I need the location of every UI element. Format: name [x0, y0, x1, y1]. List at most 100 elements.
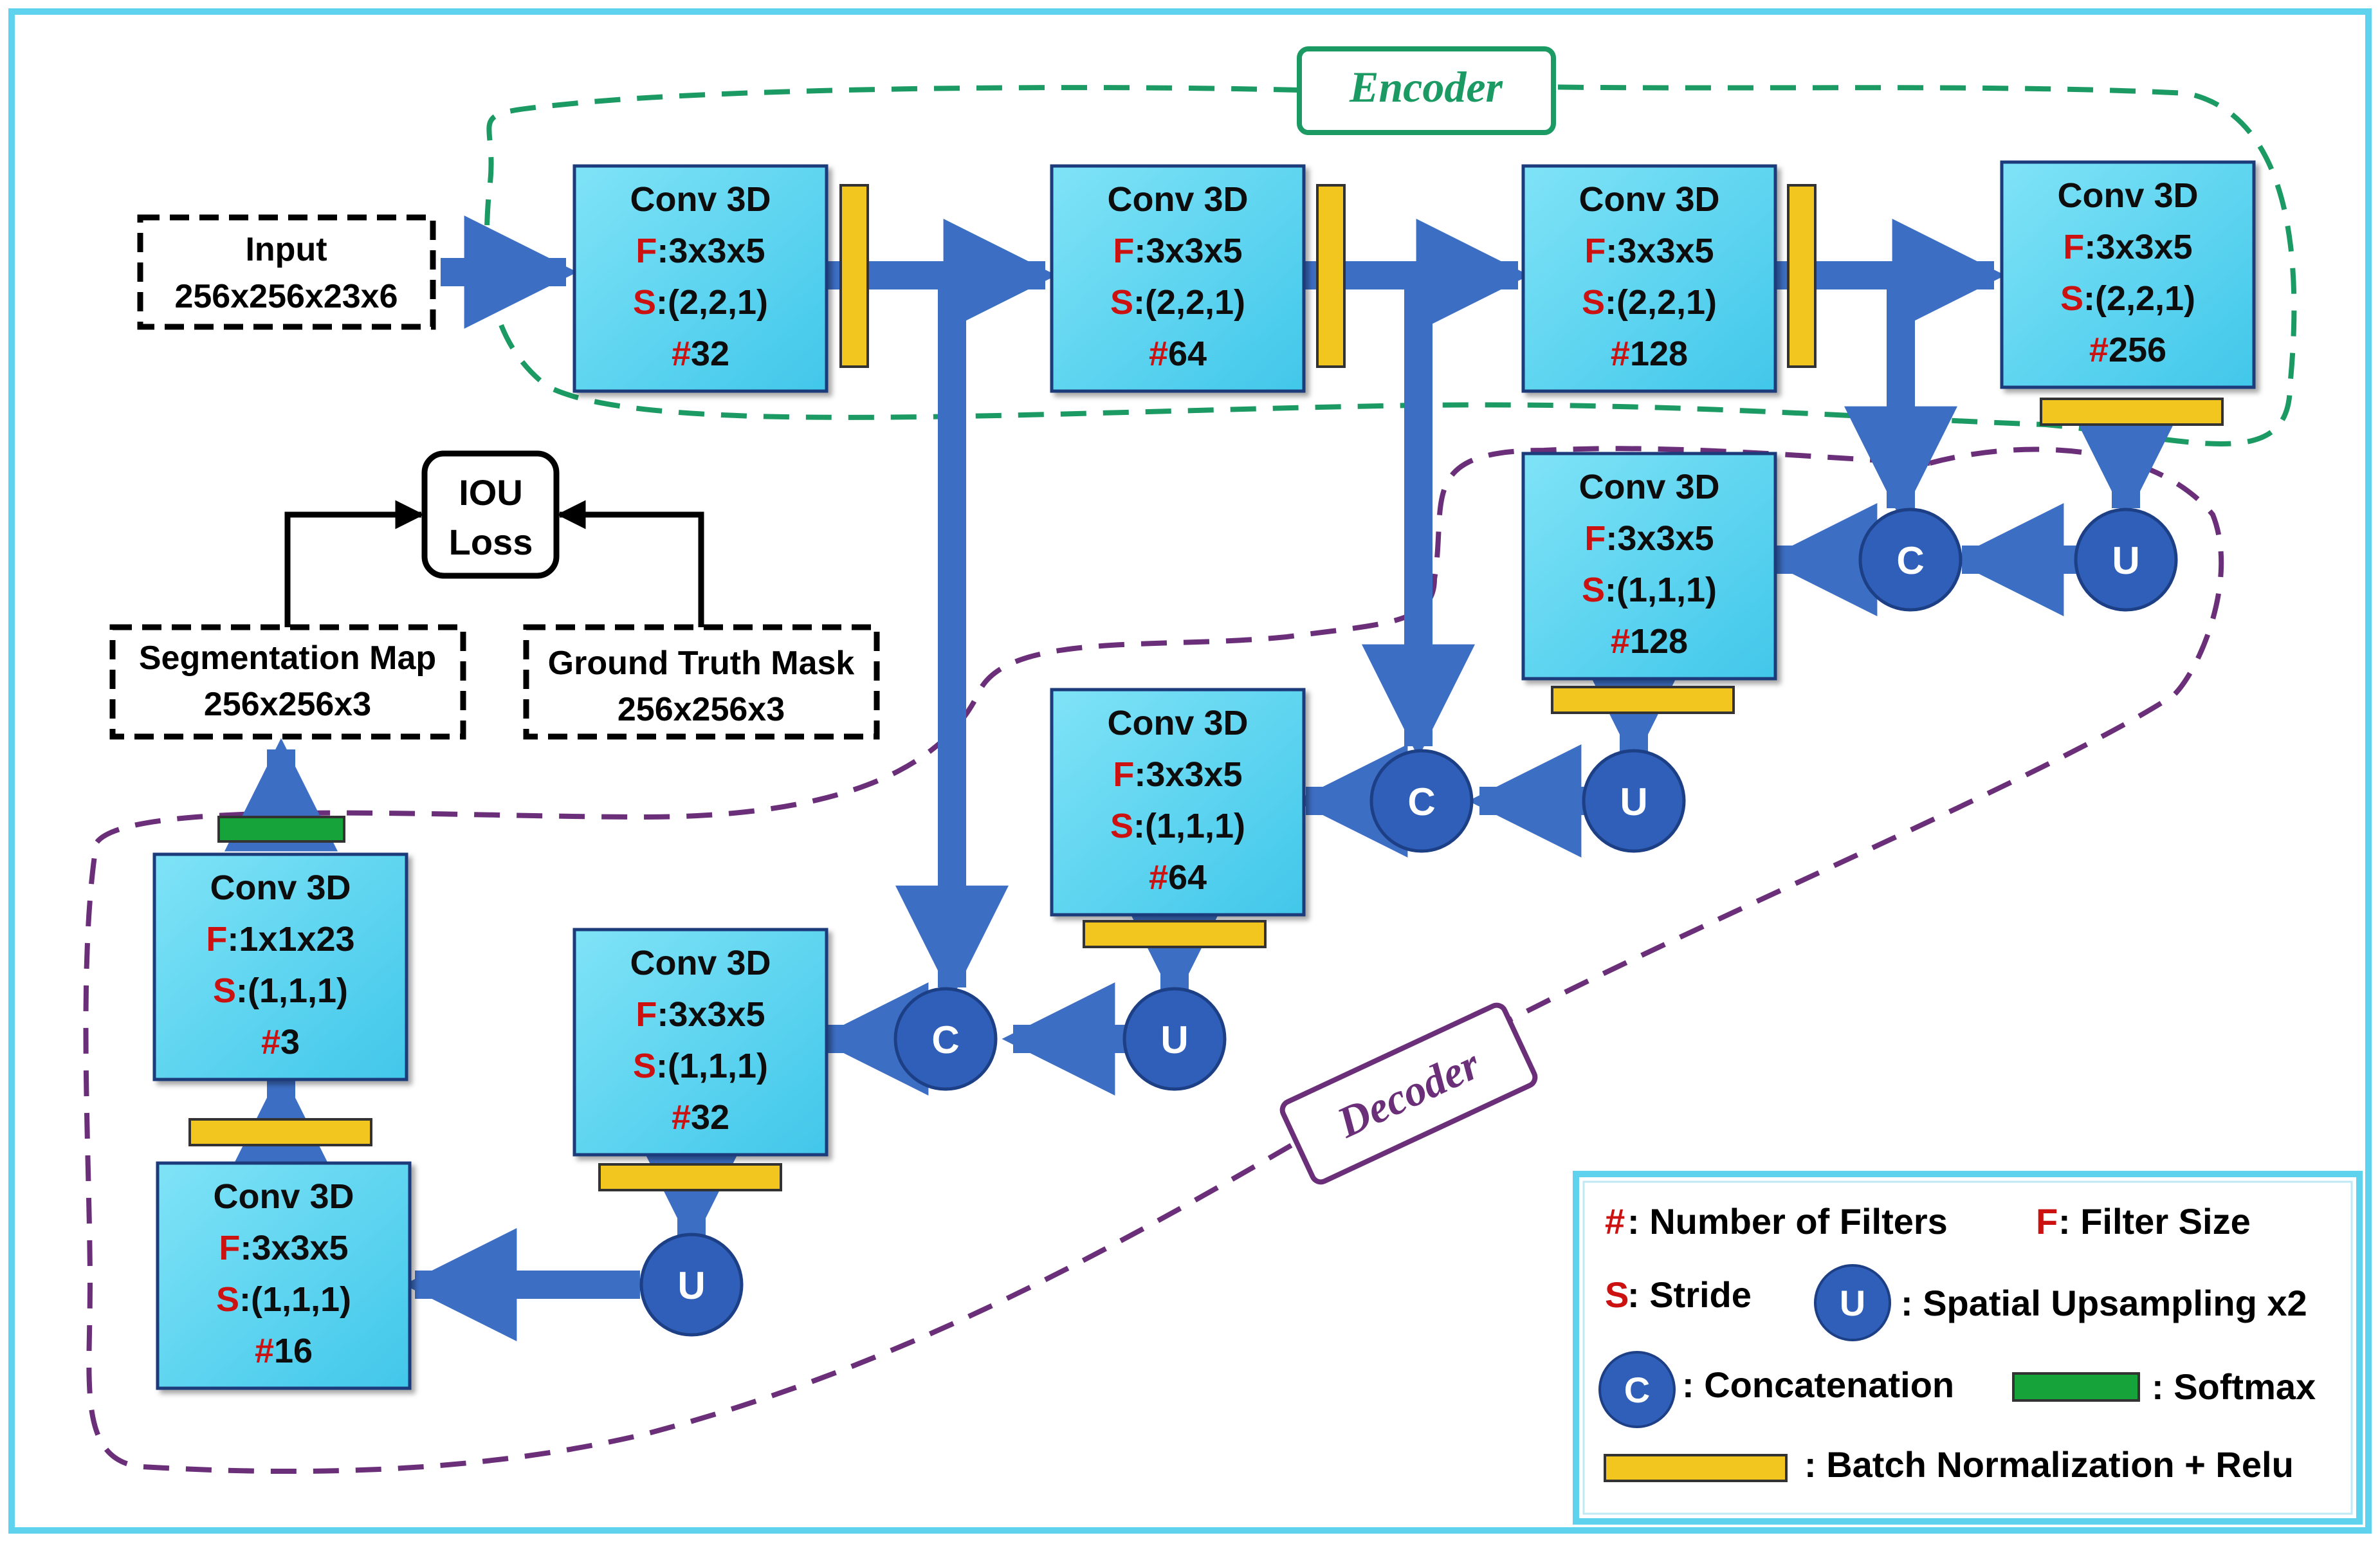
segmentation-map-label: Segmentation Map [139, 639, 436, 677]
bn-enc4 [2040, 398, 2224, 426]
stride: S:(2,2,1) [2060, 279, 2195, 318]
segmentation-map-box [109, 624, 466, 740]
stride: S:(1,1,1) [633, 1047, 768, 1085]
bn-dec4 [188, 1118, 372, 1146]
stride: S:(2,2,1) [1110, 283, 1245, 322]
ground-truth-label: Ground Truth Mask [548, 645, 855, 682]
filter-size-prefix: F [636, 995, 657, 1034]
legend-stride-symbol: S [1605, 1274, 1629, 1315]
conv-block-box [1521, 164, 1777, 393]
conv-title-value: Conv 3D [2057, 176, 2198, 215]
legend-concat-text: : Concatenation [1682, 1364, 1954, 1405]
stride-prefix: S [633, 283, 656, 322]
stride-prefix: S [1110, 807, 1133, 845]
filter-size: F:1x1x23 [206, 920, 354, 959]
filter-size-prefix: F [636, 232, 657, 270]
gt-to-iou-arrow [556, 500, 704, 627]
iou-label: IOU [459, 472, 523, 513]
conv-title-value: Conv 3D [1107, 180, 1248, 219]
input-label: Input [245, 231, 327, 268]
filter-size-prefix: F [1113, 755, 1134, 794]
filter-size: F:3x3x5 [636, 232, 765, 270]
upsample-1-letter: U [2112, 539, 2139, 582]
stride: S:(1,1,1) [213, 971, 348, 1010]
stride: S:(1,1,1) [1582, 571, 1717, 609]
conv-title: Conv 3D [2057, 176, 2198, 215]
conv-title: Conv 3D [210, 868, 351, 907]
conv-title-value: Conv 3D [1579, 468, 1719, 506]
input-box [137, 214, 436, 330]
filter-size-prefix: F [2063, 228, 2084, 266]
conv-title: Conv 3D [630, 180, 771, 219]
encoder-label-box [1297, 46, 1556, 135]
ground-truth-shape: 256x256x3 [618, 691, 785, 728]
num-filters-prefix: # [672, 335, 691, 373]
filter-size-value: :3x3x5 [1134, 232, 1242, 270]
num-filters-value: 128 [1630, 335, 1688, 373]
num-filters-value: 32 [691, 1098, 729, 1137]
filter-size-prefix: F [1584, 232, 1606, 270]
conv-block-box [152, 852, 408, 1081]
filter-size-value: :1x1x23 [227, 920, 354, 959]
conv-title-value: Conv 3D [1107, 704, 1248, 742]
num-filters: #256 [2089, 331, 2166, 369]
bn-enc1 [839, 184, 869, 368]
filter-size: F:3x3x5 [636, 995, 765, 1034]
legend-fsize-text: : Filter Size [2058, 1201, 2251, 1242]
conv-block-box [572, 928, 828, 1157]
legend-bn-text: : Batch Normalization + Relu [1804, 1444, 2294, 1485]
num-filters-prefix: # [261, 1023, 280, 1061]
stride-prefix: S [633, 1047, 656, 1085]
iou-loss-box [421, 450, 560, 579]
num-filters-value: 3 [280, 1023, 300, 1061]
filter-size-value: :3x3x5 [2084, 228, 2192, 266]
conv-title-value: Conv 3D [213, 1177, 354, 1216]
num-filters-prefix: # [1611, 622, 1630, 661]
upsample-3-circle [1122, 987, 1227, 1091]
softmax-bar [217, 816, 345, 843]
stride-prefix: S [1582, 283, 1605, 322]
upsample-4-circle [639, 1233, 744, 1337]
filter-size: F:3x3x5 [1584, 232, 1714, 270]
legend-u-symbol: U [1840, 1283, 1865, 1323]
concat-2-circle [1369, 749, 1474, 853]
upsample-2-circle [1582, 749, 1686, 853]
filter-size: F:3x3x5 [219, 1229, 348, 1267]
conv-block-box [156, 1161, 412, 1390]
filter-size-value: :3x3x5 [240, 1229, 348, 1267]
bn-dec2 [1083, 920, 1267, 948]
conv-title-value: Conv 3D [630, 944, 771, 982]
num-filters: #64 [1149, 858, 1207, 897]
legend-upsampling-text: : Spatial Upsampling x2 [1901, 1283, 2307, 1323]
upsample-2-letter: U [1620, 780, 1647, 823]
upsample-4-letter: U [677, 1264, 705, 1307]
stride-value: :(1,1,1) [239, 1280, 351, 1319]
upsample-1-circle [2074, 508, 2178, 612]
bn-enc2 [1316, 184, 1346, 368]
conv-block-box [572, 164, 828, 393]
loss-label: Loss [449, 522, 533, 562]
conv-title: Conv 3D [1579, 468, 1719, 506]
stride-prefix: S [1110, 283, 1133, 322]
stride: S:(2,2,1) [633, 283, 768, 322]
num-filters: #64 [1149, 335, 1207, 373]
stride-value: :(2,2,1) [1605, 283, 1717, 322]
decoder-region [83, 446, 2224, 1474]
batchnorm-bars [188, 184, 2224, 1191]
conv-title-value: Conv 3D [1579, 180, 1719, 219]
conv-title-value: Conv 3D [210, 868, 351, 907]
bn-dec1 [1551, 686, 1735, 714]
stride-value: :(1,1,1) [236, 971, 348, 1010]
outer-frame [8, 8, 2372, 1534]
num-filters-value: 64 [1168, 858, 1207, 897]
upsample-4-node: U [639, 1233, 744, 1337]
conv-title: Conv 3D [630, 944, 771, 982]
filter-size-value: :3x3x5 [657, 995, 765, 1034]
legend-softmax-icon [2012, 1372, 2140, 1402]
conv-title-value: Conv 3D [630, 180, 771, 219]
legend-filters-symbol: # [1605, 1201, 1625, 1242]
input-shape: 256x256x23x6 [174, 278, 398, 315]
